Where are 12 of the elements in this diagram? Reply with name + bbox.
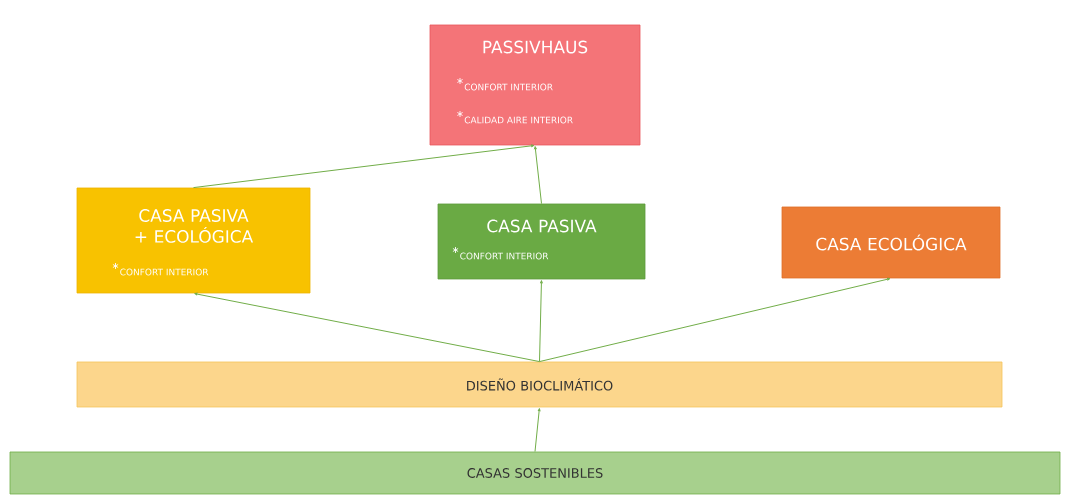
- process-box: CASA PASIVA + ECOLÓGICA CONFORT INTERIOR: [76, 187, 311, 294]
- arrow: [194, 292, 540, 363]
- process-box: CASA ECOLÓGICA: [781, 206, 1001, 279]
- arrow: [193, 144, 535, 189]
- arrow: [539, 277, 891, 363]
- process-box: CASA PASIVA CONFORT INTERIOR: [437, 203, 646, 280]
- arrow: [534, 408, 541, 453]
- process-box: PASSIVHAUS CONFORT INTERIOR CALIDAD AIRE INTERIOR: [429, 24, 641, 146]
- band: DISEÑO BIOCLIMÁTICO: [76, 361, 1003, 408]
- arrow: [533, 146, 542, 205]
- arrow: [539, 280, 543, 363]
- band: CASAS SOSTENIBLES: [9, 451, 1061, 495]
